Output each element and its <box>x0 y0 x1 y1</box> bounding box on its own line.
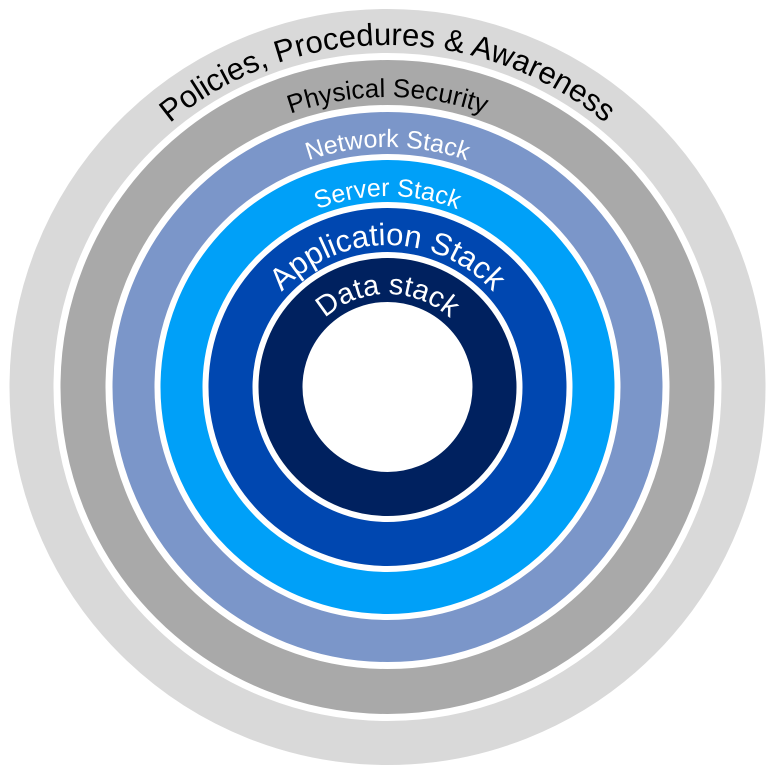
ring-policies <box>9 9 766 765</box>
ring-server-stack <box>160 160 615 614</box>
ring-network-stack <box>112 112 663 662</box>
ring-data-stack <box>258 258 517 516</box>
ring-application-stack <box>208 208 567 566</box>
ring-physical-security <box>60 60 715 714</box>
